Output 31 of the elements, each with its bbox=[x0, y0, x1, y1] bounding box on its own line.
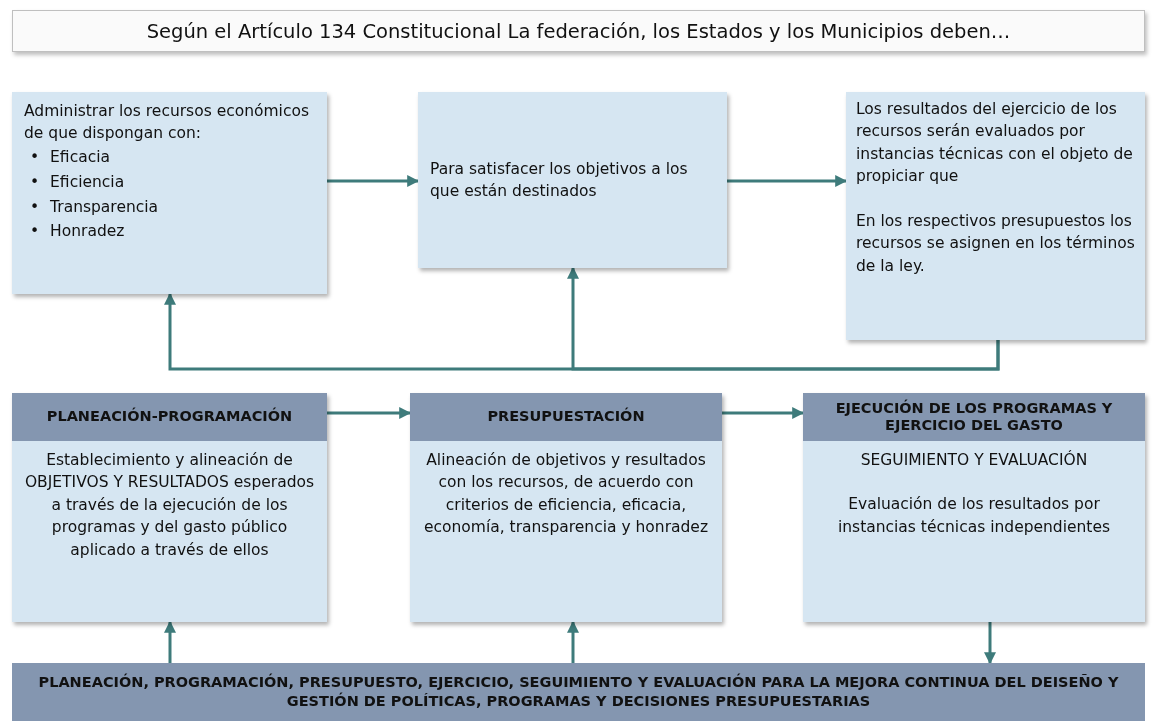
arrow bbox=[327, 407, 412, 419]
bullet-item: • Transparencia bbox=[30, 196, 160, 218]
arrow bbox=[722, 407, 805, 419]
bullet-item: • Eficiencia bbox=[30, 171, 126, 193]
summary-band: PLANEACIÓN, PROGRAMACIÓN, PRESUPUESTO, EJERCICIO, SEGUIMIENTO Y EVALUACIÓN PARA LA MEJORA CONTINUA DEL DEISEÑO Y GESTIÓN DE POLÍTICAS, PROGRAMAS Y DECISIONES PRESUPUESTARIAS bbox=[12, 663, 1145, 721]
stage-heading: PRESUPUESTACIÓN bbox=[410, 393, 722, 441]
stage-heading: PLANEACIÓN-PROGRAMACIÓN bbox=[12, 393, 327, 441]
bullet-item: • Honradez bbox=[30, 221, 126, 243]
text-box bbox=[418, 92, 727, 268]
arrow bbox=[984, 622, 996, 665]
box-text: Establecimiento y alineación de OBJETIVOS Y RESULTADOS esperados a través de la ejecución de los programas y del gasto público aplicado a través de ellos bbox=[24, 450, 315, 561]
text-box bbox=[12, 92, 327, 294]
box-text: Los resultados del ejercicio de los recursos serán evaluados por instancias técnicas con el objeto de propiciar que bbox=[856, 99, 1134, 188]
text-box bbox=[846, 92, 1145, 340]
box-text: Administrar los recursos económicos de que dispongan con: bbox=[24, 101, 310, 145]
stage-box bbox=[803, 393, 1145, 622]
arrow bbox=[164, 620, 176, 663]
arrow bbox=[727, 175, 848, 187]
bullet-item: • Eficacia bbox=[30, 146, 111, 168]
box-text: Alineación de objetivos y resultados con los recursos, de acuerdo con criterios de eficiencia, eficacia, economía, transparencia y honradez bbox=[422, 450, 710, 539]
arrow bbox=[567, 620, 579, 663]
arrow bbox=[327, 175, 420, 187]
title: Según el Artículo 134 Constitucional La federación, los Estados y los Municipios deben… bbox=[12, 10, 1145, 52]
box-text: SEGUIMIENTO Y EVALUACIÓN bbox=[859, 449, 1089, 471]
stage-heading: EJECUCIÓN DE LOS PROGRAMAS Y EJERCICIO DEL GASTO bbox=[803, 393, 1145, 441]
arrow bbox=[567, 266, 1000, 371]
box-text: En los respectivos presupuestos los recursos se asignen en los términos de la ley. bbox=[856, 210, 1135, 277]
box-text: Para satisfacer los objetivos a los que están destinados bbox=[430, 158, 689, 202]
stage-box bbox=[12, 393, 327, 622]
stage-box bbox=[410, 393, 722, 622]
box-text: Evaluación de los resultados por instancias técnicas independientes bbox=[836, 494, 1112, 538]
